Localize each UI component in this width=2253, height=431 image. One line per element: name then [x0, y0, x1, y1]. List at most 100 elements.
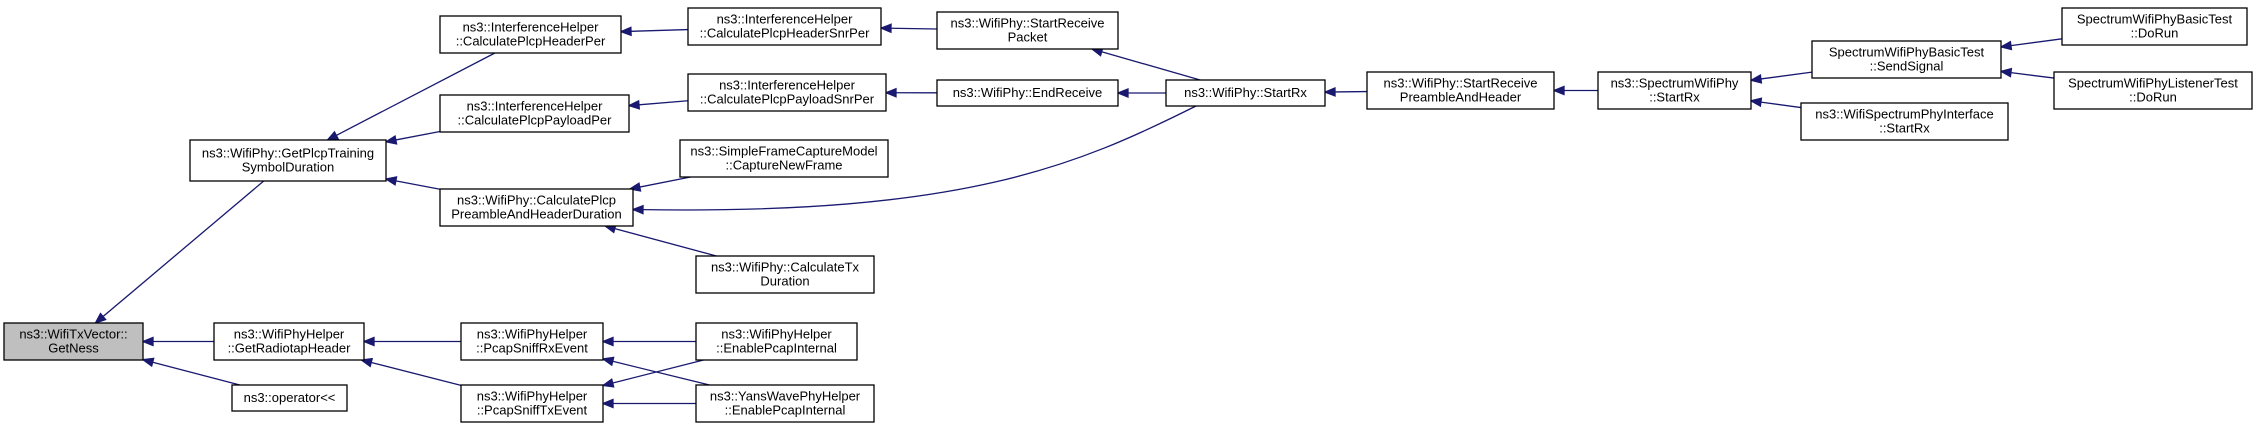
node-label: ns3::WifiPhy::GetPlcpTraining [202, 146, 374, 161]
edge-startrx-to-endrecv [1116, 88, 1166, 98]
arrowhead [94, 312, 107, 325]
node-getplcptsd[interactable]: ns3::WifiPhy::GetPlcpTrainingSymbolDurat… [189, 139, 387, 182]
node-label: ns3::WifiPhyHelper [721, 327, 832, 342]
arrowhead [601, 398, 614, 409]
edge-line [612, 359, 704, 384]
edge-startrx-to-startrecvpkt [1090, 47, 1201, 81]
node-label: ::SendSignal [1870, 59, 1944, 74]
node-box [2061, 7, 2248, 46]
arrowhead [384, 134, 398, 145]
node-ifacestartrx[interactable]: ns3::WifiSpectrumPhyInterface::StartRx [1800, 102, 2009, 141]
node-operator[interactable]: ns3::operator<< [231, 384, 348, 412]
node-box [695, 384, 875, 423]
node-calchdrper[interactable]: ns3::InterferenceHelper::CalculatePlcpHe… [439, 15, 622, 54]
node-enableyans[interactable]: ns3::YansWavePhyHelper::EnablePcapIntern… [695, 384, 875, 423]
node-spectrumstartrx[interactable]: ns3::SpectrumWifiPhy::StartRx [1597, 71, 1752, 110]
edge-calcpaysnr-to-calcpayper [627, 99, 689, 110]
node-box [3, 322, 144, 361]
edge-calcpreamble-to-getplcptsd [384, 176, 441, 190]
arrowhead [631, 204, 644, 215]
node-box [439, 94, 630, 133]
node-startrecvpre[interactable]: ns3::WifiPhy::StartReceivePreambleAndHea… [1366, 71, 1555, 110]
node-label: ns3::YansWavePhyHelper [710, 389, 861, 404]
edge-listenerdorun-to-sendsignal [1999, 67, 2055, 79]
node-box [189, 139, 387, 182]
node-box [2053, 71, 2253, 110]
node-label: ns3::WifiPhy::StartReceive [1384, 76, 1538, 91]
node-basicdorun[interactable]: SpectrumWifiPhyBasicTest::DoRun [2061, 7, 2248, 46]
node-calcpaysnr[interactable]: ns3::InterferenceHelper::CalculatePlcpPa… [687, 73, 887, 112]
node-box [1800, 102, 2009, 141]
node-enablewifi[interactable]: ns3::WifiPhyHelper::EnablePcapInternal [695, 322, 858, 361]
node-getradiotap[interactable]: ns3::WifiPhyHelper::GetRadiotapHeader [213, 322, 365, 361]
node-label: ns3::InterferenceHelper [467, 99, 604, 114]
edge-calcpayper-to-getplcptsd [384, 130, 441, 145]
node-label: ns3::SpectrumWifiPhy [1611, 76, 1739, 91]
edge-line [612, 360, 710, 386]
edge-enablewifi-to-pcaprx [601, 336, 696, 347]
arrowhead [884, 87, 897, 98]
node-endrecv[interactable]: ns3::WifiPhy::EndReceive [936, 79, 1119, 107]
arrowhead [1116, 88, 1129, 98]
node-label: PreambleAndHeaderDuration [451, 207, 622, 222]
edge-line [2010, 71, 2055, 79]
node-calcpreamble[interactable]: ns3::WifiPhy::CalculatePlcpPreambleAndHe… [439, 188, 634, 227]
node-label: ns3::operator<< [244, 390, 336, 405]
node-label: ::GetRadiotapHeader [228, 341, 352, 356]
node-label: GetNess [48, 341, 99, 356]
arrowhead [627, 99, 641, 110]
edge-startrecvpkt-to-calchdrsnr [879, 23, 938, 34]
edge-line [638, 100, 689, 106]
node-label: SpectrumWifiPhyListenerTest [2068, 76, 2238, 91]
node-gettness[interactable]: ns3::WifiTxVector::GetNess [3, 322, 144, 361]
node-label: SymbolDuration [242, 160, 335, 175]
node-label: ns3::InterferenceHelper [463, 20, 600, 35]
node-label: ::EnablePcapInternal [725, 403, 846, 418]
node-label: ::CalculatePlcpPayloadSnrPer [700, 92, 875, 107]
node-label: ::CalculatePlcpHeaderSnrPer [700, 26, 870, 41]
node-label: ns3::SimpleFrameCaptureModel [690, 144, 877, 159]
node-box [1811, 40, 2002, 79]
node-calcpayper[interactable]: ns3::InterferenceHelper::CalculatePlcpPa… [439, 94, 630, 133]
node-capturenew[interactable]: ns3::SimpleFrameCaptureModel::CaptureNew… [679, 139, 889, 178]
node-label: ::CaptureNewFrame [725, 158, 842, 173]
arrowhead [325, 130, 340, 141]
edge-ifacestartrx-to-spectrumstartrx [1749, 97, 1802, 109]
edge-line [614, 227, 717, 257]
node-sendsignal[interactable]: SpectrumWifiPhyBasicTest::SendSignal [1811, 40, 2002, 79]
arrowhead [879, 23, 892, 34]
edge-line [639, 176, 691, 188]
edge-getradiotap-to-gettness [141, 336, 214, 347]
node-box [695, 322, 858, 361]
node-label: ns3::WifiPhyHelper [477, 389, 588, 404]
edge-line [395, 180, 441, 190]
edge-enableyans-to-pcaptx [601, 398, 696, 409]
node-label: ns3::WifiSpectrumPhyInterface [1815, 107, 1993, 122]
node-box [460, 322, 604, 361]
node-pcaptx[interactable]: ns3::WifiPhyHelper::PcapSniffTxEvent [460, 384, 604, 423]
node-box [695, 255, 875, 294]
node-box [687, 73, 887, 112]
nodes-layer: ns3::WifiTxVector::GetNess ns3::WifiPhy::… [3, 7, 2253, 423]
node-label: ::CalculatePlcpHeaderPer [456, 34, 606, 49]
node-calchdrsnr[interactable]: ns3::InterferenceHelper::CalculatePlcpHe… [687, 7, 882, 46]
edge-enablewifi-to-pcaptx [601, 359, 704, 388]
arrowhead [1999, 40, 2013, 51]
node-box [231, 384, 348, 412]
node-box [1366, 71, 1555, 110]
edge-calctx-to-calcpreamble [603, 223, 717, 257]
node-pcaprx[interactable]: ns3::WifiPhyHelper::PcapSniffRxEvent [460, 322, 604, 361]
node-label: ns3::WifiPhy::StartRx [1184, 85, 1307, 100]
node-box [439, 188, 634, 227]
node-label: ::StartRx [1879, 121, 1930, 136]
node-label: ::DoRun [2129, 90, 2177, 105]
edge-startrx-to-calcpreamble [631, 105, 1197, 215]
edges-layer [94, 23, 2063, 409]
node-label: ::PcapSniffRxEvent [476, 341, 588, 356]
edge-enableyans-to-pcaprx [601, 356, 710, 386]
node-listenerdorun[interactable]: SpectrumWifiPhyListenerTest::DoRun [2053, 71, 2253, 110]
node-startrx[interactable]: ns3::WifiPhy::StartRx [1165, 79, 1326, 107]
